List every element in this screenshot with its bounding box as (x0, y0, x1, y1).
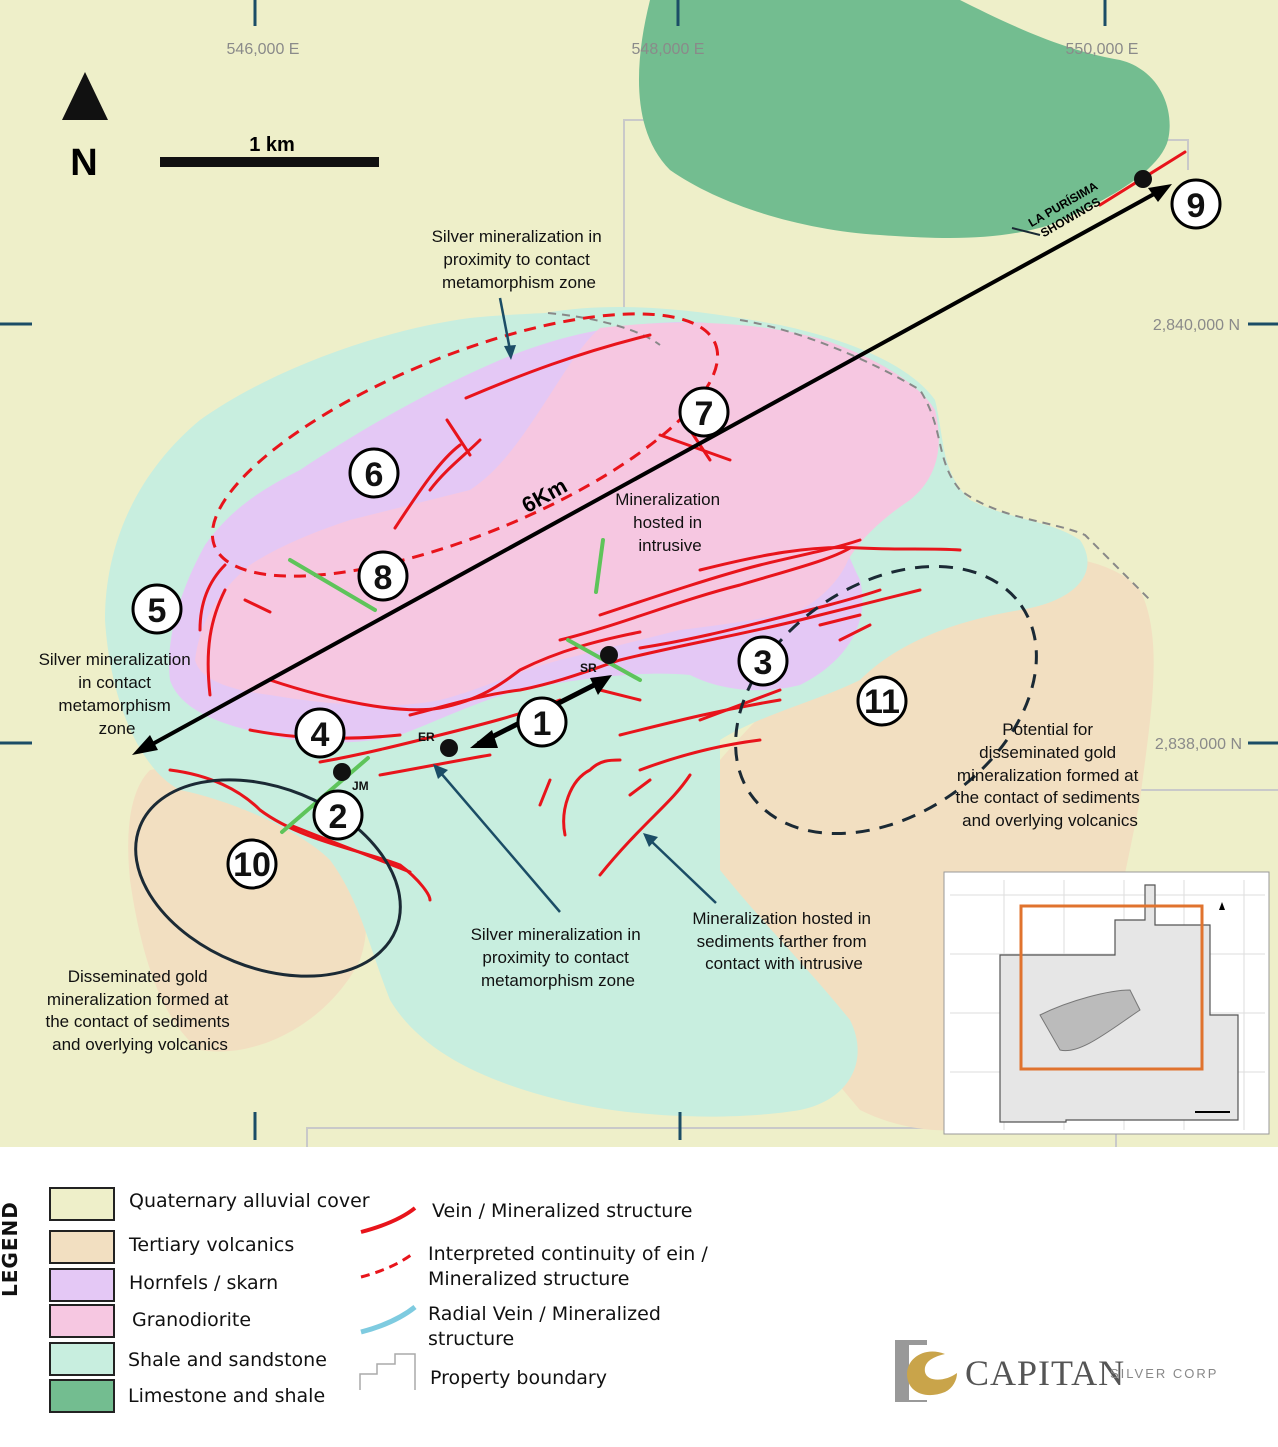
capitan-logo-icon (895, 1340, 957, 1402)
number-label-11: 11 (864, 683, 900, 721)
inset-map (943, 871, 1270, 1135)
number-label-1: 1 (533, 705, 552, 743)
logo-subtitle: SILVER CORP (1110, 1366, 1219, 1381)
number-label-10: 10 (233, 846, 271, 884)
site-arrow-head-sr (590, 675, 612, 695)
legend-radial-symbol (360, 1305, 417, 1335)
legend-label-boundary: Property boundary (430, 1367, 607, 1389)
number-label-2: 2 (329, 798, 348, 836)
scale-bar (160, 157, 379, 167)
area-10-outline (134, 778, 402, 978)
distance-line (137, 186, 1166, 754)
number-label-6: 6 (365, 456, 384, 494)
note-bottom-right: Mineralization hosted in sediments farth… (692, 909, 875, 973)
number-circle-1 (516, 696, 568, 748)
distance-arrow-east (1148, 184, 1172, 202)
number-label-8: 8 (374, 559, 393, 597)
site-sr-dot (600, 646, 618, 664)
legend-label-interp-2: Mineralized structure (428, 1268, 630, 1290)
legend-swatch-limestone (49, 1379, 115, 1413)
legend: LEGEND Quaternary alluvial cover Tertiar… (0, 1147, 1278, 1447)
legend-swatch-shale (49, 1342, 115, 1376)
site-jm-dot (333, 763, 351, 781)
legend-interp-symbol (360, 1250, 416, 1279)
number-circle-3 (737, 635, 789, 687)
area-11-outline (734, 564, 1038, 836)
number-label-5: 5 (148, 592, 167, 630)
legend-label-shale: Shale and sandstone (128, 1349, 327, 1371)
site-9-dot (1134, 170, 1152, 188)
legend-label-granodiorite: Granodiorite (132, 1309, 252, 1331)
coord-e1: 546,000 E (227, 41, 300, 58)
scale-label: 1 km (249, 134, 295, 156)
legend-label-radial-1: Radial Vein / Mineralized (428, 1303, 661, 1325)
north-label: N (70, 142, 97, 184)
legend-swatch-volcanics (49, 1230, 115, 1264)
number-label-3: 3 (754, 644, 773, 682)
number-circle-9 (1170, 178, 1222, 230)
number-circle-6 (348, 447, 400, 499)
north-arrow-icon (62, 72, 108, 120)
legend-label-vein: Vein / Mineralized structure (432, 1200, 693, 1222)
site-er-label: ER (418, 730, 435, 744)
number-circle-7 (678, 386, 730, 438)
site-er-dot (440, 739, 458, 757)
note-intrusive: Mineralization hosted in intrusive (615, 490, 725, 555)
contact-dashed-boundary (547, 312, 1151, 601)
number-circle-10 (226, 838, 278, 890)
legend-swatch-hornfels (49, 1268, 115, 1302)
legend-label-alluvial: Quaternary alluvial cover (129, 1190, 370, 1212)
note-right: Potential for disseminated gold minerali… (955, 720, 1144, 830)
number-circle-2 (312, 789, 364, 841)
legend-label-volcanics: Tertiary volcanics (129, 1234, 295, 1256)
legend-title: LEGEND (0, 1201, 22, 1297)
note-bottom-center: Silver mineralization in proximity to co… (471, 925, 646, 990)
legend-vein-symbol (360, 1206, 417, 1234)
distance-arrow-west (132, 735, 158, 755)
coord-e3: 550,000 E (1066, 41, 1139, 58)
legend-label-interp-1: Interpreted continuity of ein / (428, 1243, 708, 1265)
legend-swatch-granodiorite (49, 1304, 115, 1338)
number-markers: 1 2 3 4 5 6 7 8 9 10 11 (131, 178, 1222, 890)
legend-label-radial-2: structure (428, 1328, 515, 1350)
number-label-4: 4 (311, 716, 330, 754)
note-left: Silver mineralization in contact metamor… (39, 650, 196, 738)
number-label-9: 9 (1187, 187, 1206, 225)
showings-leader (1011, 227, 1041, 236)
legend-swatch-alluvial (49, 1187, 115, 1221)
number-circle-5 (131, 583, 183, 635)
veins (168, 150, 1187, 902)
number-label-7: 7 (695, 395, 714, 433)
logo-name: CAPITAN (965, 1353, 1126, 1393)
pointer-arrows (433, 297, 717, 913)
coord-n1: 2,840,000 N (1153, 317, 1240, 334)
coord-n2: 2,838,000 N (1155, 736, 1242, 753)
number-circle-4 (294, 707, 346, 759)
note-bottom-left: Disseminated gold mineralization formed … (45, 967, 234, 1054)
limestone-unit (638, 0, 1170, 238)
legend-label-limestone: Limestone and shale (128, 1385, 326, 1407)
legend-boundary-symbol (359, 1353, 416, 1390)
geology-map: 6Km SR ER JM LA PURÍSIMA SHOWINGS 1 2 3 … (0, 0, 1278, 1147)
note-top: Silver mineralization in proximity to co… (432, 227, 607, 292)
site-jm-label: JM (352, 779, 369, 793)
site-arrow-head-er (470, 730, 498, 748)
legend-line-symbols (359, 1206, 417, 1390)
coord-e2: 548,000 E (632, 41, 705, 58)
site-sr-label: SR (580, 661, 597, 675)
grid-ticks (0, 0, 1278, 1140)
number-circle-11 (856, 675, 908, 727)
legend-label-hornfels: Hornfels / skarn (129, 1272, 279, 1294)
granodiorite-unit (195, 322, 939, 706)
number-circle-8 (357, 550, 409, 602)
interpreted-vein-trend (210, 312, 720, 578)
